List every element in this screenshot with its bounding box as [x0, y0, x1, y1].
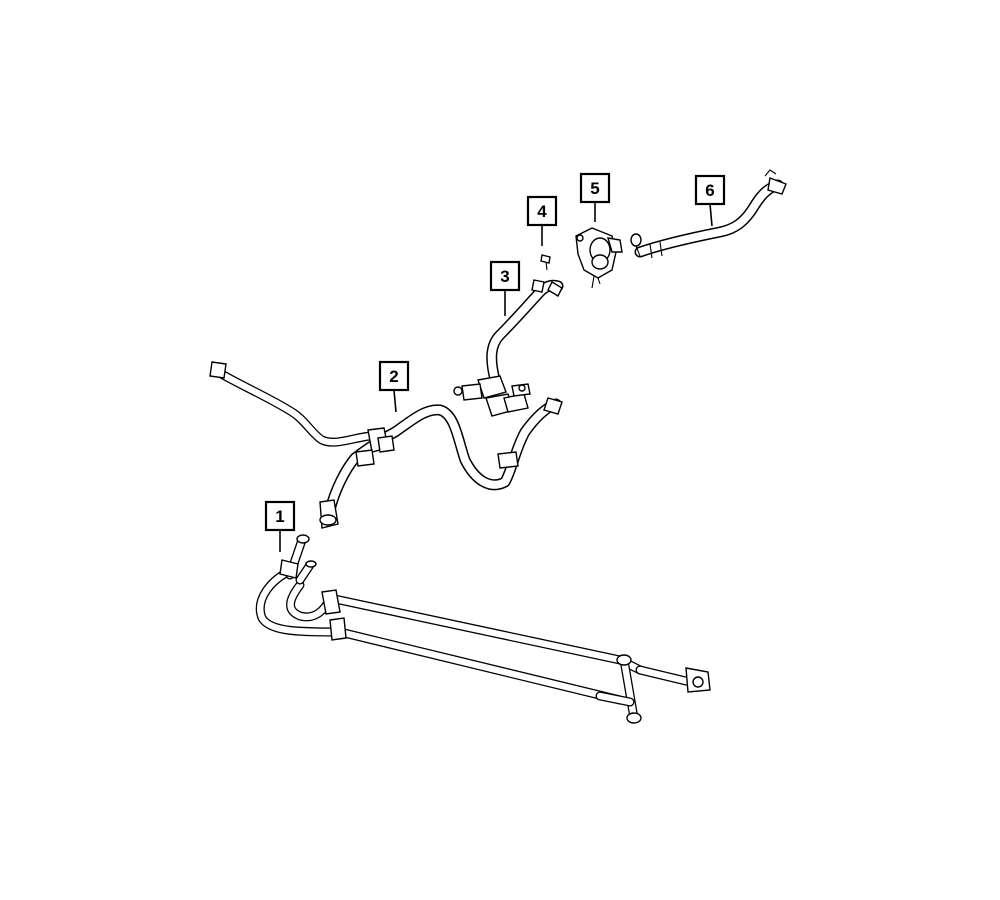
- part-3-hose: [453, 279, 564, 417]
- part-5-pump: [575, 227, 623, 289]
- part-6-hose: [630, 169, 787, 259]
- callout-2: 2: [378, 360, 410, 413]
- callout-1-label: 1: [275, 507, 284, 526]
- callout-5: 5: [579, 172, 611, 222]
- callout-6: 6: [694, 174, 726, 227]
- callout-5-label: 5: [590, 179, 599, 198]
- part-2-hose: [209, 361, 563, 529]
- callout-2-label: 2: [389, 367, 398, 386]
- callout-6-label: 6: [705, 181, 714, 200]
- part-1-tube-assembly: [255, 534, 711, 724]
- callout-4: 4: [526, 195, 558, 246]
- callout-4-label: 4: [537, 202, 547, 221]
- callout-1: 1: [264, 500, 296, 552]
- callout-3: 3: [489, 260, 521, 316]
- part-4-screw: [540, 254, 551, 271]
- callout-3-label: 3: [500, 267, 509, 286]
